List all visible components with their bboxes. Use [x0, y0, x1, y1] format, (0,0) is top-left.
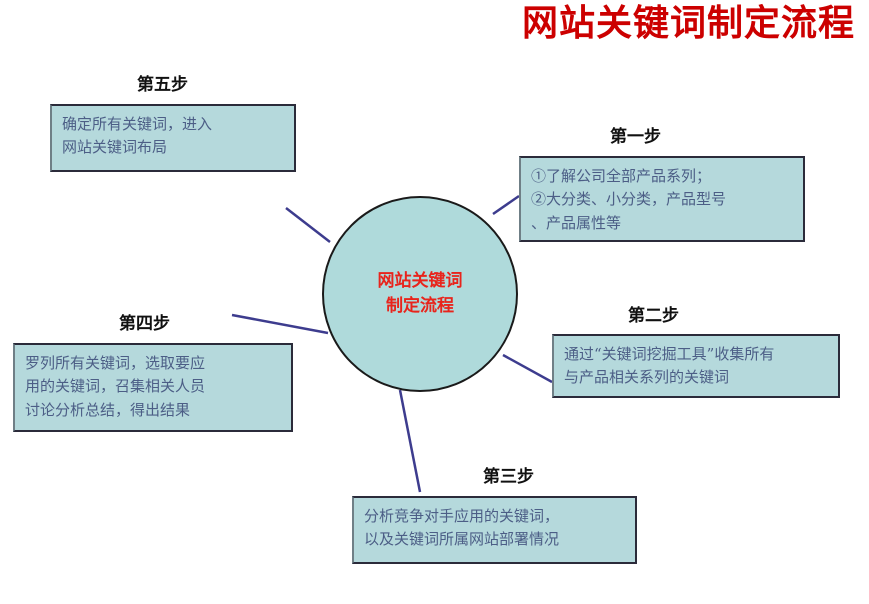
step-4-box: 罗列所有关键词，选取要应 用的关键词，召集相关人员 讨论分析总结，得出结果 [13, 343, 293, 432]
step-4-line-3: 讨论分析总结，得出结果 [25, 400, 191, 419]
step-1-line-3: 、产品属性等 [531, 213, 622, 232]
step-5-box: 确定所有关键词，进入 网站关键词布局 [50, 104, 296, 172]
step-1-heading: 第一步 [610, 127, 661, 147]
center-node-line-1: 网站关键词 [377, 271, 463, 292]
connector-to-step-4 [231, 313, 329, 335]
page-title: 网站关键词制定流程 [521, 2, 855, 44]
step-5-line-2: 网站关键词布局 [62, 138, 168, 157]
connector-to-step-5 [285, 207, 331, 243]
step-3-heading: 第三步 [483, 467, 534, 487]
step-3-line-2: 以及关键词所属网站部署情况 [364, 530, 560, 549]
step-2-box: 通过“关键词挖掘工具”收集所有 与产品相关系列的关键词 [552, 334, 840, 398]
step-4-line-1: 罗列所有关键词，选取要应 [25, 354, 206, 372]
step-1-line-2: ②大分类、小分类，产品型号 [531, 190, 727, 209]
step-5-heading: 第五步 [137, 75, 188, 95]
step-2-line-2: 与产品相关系列的关键词 [564, 368, 730, 387]
step-3-box: 分析竞争对手应用的关键词， 以及关键词所属网站部署情况 [352, 496, 637, 564]
step-3-line-1: 分析竞争对手应用的关键词， [364, 507, 560, 525]
step-2-heading: 第二步 [628, 306, 679, 326]
step-5-line-1: 确定所有关键词，进入 [62, 115, 213, 133]
connector-to-step-3 [398, 389, 422, 493]
step-1-line-1: ①了解公司全部产品系列； [531, 167, 712, 185]
connector-to-step-2 [502, 353, 553, 384]
step-1-box: ①了解公司全部产品系列； ②大分类、小分类，产品型号 、产品属性等 [519, 156, 805, 242]
center-node-line-2: 制定流程 [386, 296, 454, 316]
connector-to-step-1 [492, 194, 520, 216]
step-2-line-1: 通过“关键词挖掘工具”收集所有 [564, 345, 775, 363]
step-4-heading: 第四步 [119, 314, 170, 334]
center-node: 网站关键词 制定流程 [322, 196, 518, 392]
step-4-line-2: 用的关键词，召集相关人员 [25, 377, 206, 396]
